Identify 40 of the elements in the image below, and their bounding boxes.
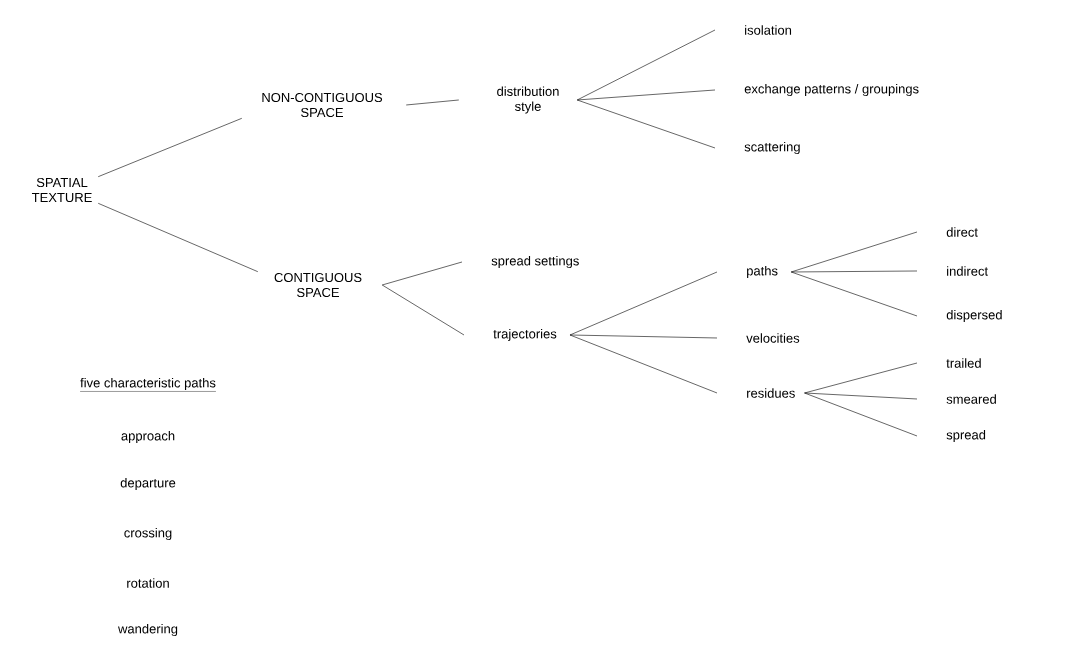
branch-label: velocities (746, 333, 800, 343)
branch-line (405, 99, 460, 106)
branch-line (381, 284, 465, 336)
branch-label: SPATIAL TEXTURE (31, 177, 92, 203)
branch-label: NON-CONTIGUOUS SPACE (262, 92, 383, 118)
branch-line (576, 99, 716, 149)
branch-line (569, 334, 718, 339)
branch-label: indirect (947, 266, 988, 276)
branch-label: distribution style (497, 86, 559, 114)
branch-line (804, 392, 918, 437)
branch-label: paths (747, 265, 778, 279)
list-item: wandering (118, 623, 178, 637)
branch-line (804, 362, 918, 394)
branch-label: exchange patterns / groupings (744, 83, 919, 97)
heading: five characteristic paths (79, 377, 217, 392)
branch-label: dispersed (946, 309, 1002, 323)
list-item: rotation (127, 578, 169, 588)
branch-line (790, 271, 918, 317)
branch-line (576, 89, 716, 101)
branch-line (97, 118, 243, 177)
list-item: departure (120, 477, 176, 491)
list-item: crossing (124, 527, 172, 541)
list-item: approach (121, 430, 175, 444)
branch-line (804, 392, 918, 400)
branch-label: scattering (744, 141, 800, 155)
branch-label: spread (946, 429, 986, 443)
branch-line (97, 203, 259, 272)
branch-line (569, 271, 718, 336)
branch-label: trajectories (493, 328, 557, 342)
branch-label: spread settings (491, 255, 579, 269)
branch-label: trailed (946, 358, 981, 368)
branch-line (381, 261, 463, 286)
branch-label: isolation (745, 25, 792, 35)
branch-label: smeared (946, 394, 996, 404)
branch-label: residues (747, 388, 795, 398)
branch-label: direct (946, 227, 978, 237)
branch-label: CONTIGUOUS SPACE (274, 272, 362, 298)
branch-line (790, 270, 918, 273)
branch-line (569, 334, 718, 394)
branch-line (576, 29, 716, 101)
